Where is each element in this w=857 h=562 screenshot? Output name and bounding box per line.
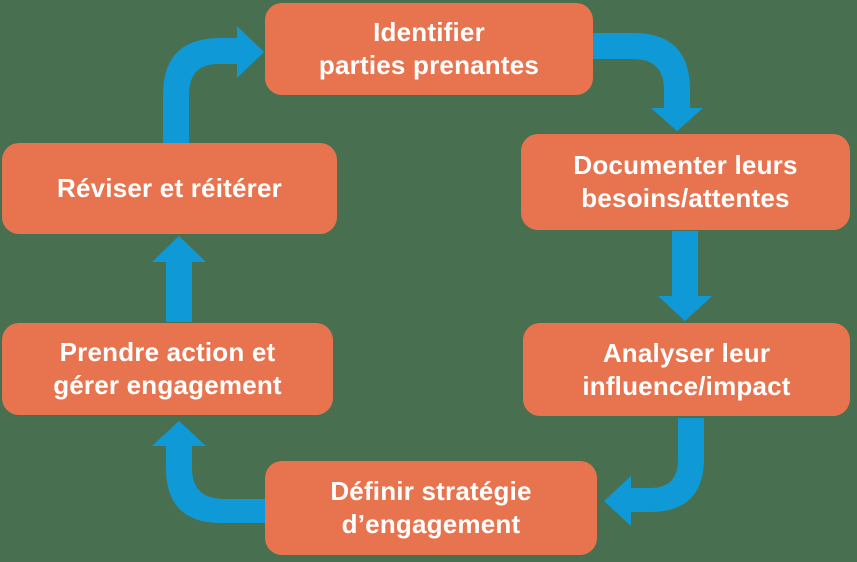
arrow-identifier-to-documenter	[593, 33, 703, 131]
step-box-prendre: Prendre action et gérer engagement	[2, 323, 333, 415]
step-label-definir: Définir stratégie d’engagement	[330, 476, 532, 539]
step-box-documenter: Documenter leurs besoins/attentes	[521, 134, 850, 230]
step-box-definir: Définir stratégie d’engagement	[265, 461, 597, 555]
arrow-definir-to-prendre	[152, 421, 265, 523]
step-box-identifier: Identifier parties prenantes	[265, 3, 593, 95]
step-box-analyser: Analyser leur influence/impact	[523, 323, 850, 416]
arrow-analyser-to-definir	[604, 418, 704, 526]
step-label-documenter: Documenter leurs besoins/attentes	[573, 150, 798, 213]
step-box-reviser: Réviser et réitérer	[2, 143, 337, 234]
arrow-prendre-to-reviser	[152, 236, 206, 322]
step-label-analyser: Analyser leur influence/impact	[582, 337, 791, 401]
arrow-reviser-to-identifier	[163, 26, 264, 144]
arrow-documenter-to-analyser	[658, 231, 712, 321]
step-label-identifier: Identifier parties prenantes	[318, 17, 540, 80]
step-label-reviser: Réviser et réitérer	[57, 173, 282, 204]
step-label-prendre: Prendre action et gérer engagement	[53, 337, 282, 400]
